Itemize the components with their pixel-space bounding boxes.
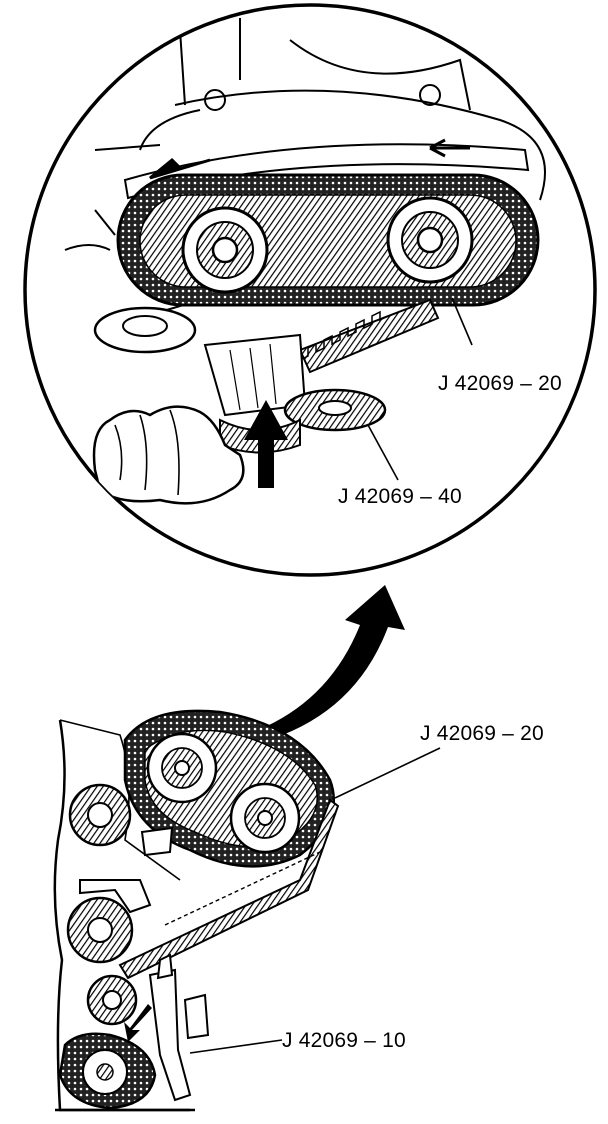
engine-front-view bbox=[53, 709, 340, 1112]
callout-engine-upper: J 42069 – 20 bbox=[420, 722, 544, 745]
rotation-arrow-left-icon bbox=[149, 157, 211, 180]
left-cam-sprocket bbox=[181, 206, 269, 294]
leader-line-detail-upper bbox=[451, 297, 473, 346]
engine-block-edge bbox=[53, 719, 190, 1112]
leader-line-engine-lower bbox=[189, 1039, 283, 1054]
callout-detail-upper: J 42069 – 20 bbox=[438, 372, 562, 395]
engine-tensioner-gear bbox=[86, 974, 138, 1026]
right-cam-sprocket bbox=[386, 196, 474, 284]
hand bbox=[92, 405, 245, 505]
engine-cam-sprocket-left bbox=[146, 732, 218, 804]
engine-idler-gear bbox=[66, 879, 152, 964]
engine-upper-left-pulley bbox=[68, 783, 132, 847]
leader-line-engine-upper bbox=[334, 747, 441, 799]
tool-j42069-10 bbox=[148, 953, 210, 1102]
engine-long-chain-guide bbox=[118, 798, 340, 980]
push-up-arrow-icon bbox=[244, 400, 288, 488]
engine-crank-sprocket bbox=[58, 1032, 157, 1110]
leader-line-detail-lower bbox=[367, 424, 399, 481]
magnified-detail: J 42069 – 20 J 42069 – 40 bbox=[23, 3, 597, 577]
tool-direction-arrow-icon bbox=[124, 1004, 152, 1042]
callout-engine-lower: J 42069 – 10 bbox=[282, 1029, 406, 1052]
magnify-pointer-arrow-icon bbox=[258, 585, 405, 742]
callout-detail-lower: J 42069 – 40 bbox=[338, 485, 462, 508]
engine-cover-plate bbox=[140, 826, 174, 857]
engine-cam-sprocket-right bbox=[229, 782, 301, 854]
rotation-arrow-right-icon bbox=[429, 138, 470, 158]
